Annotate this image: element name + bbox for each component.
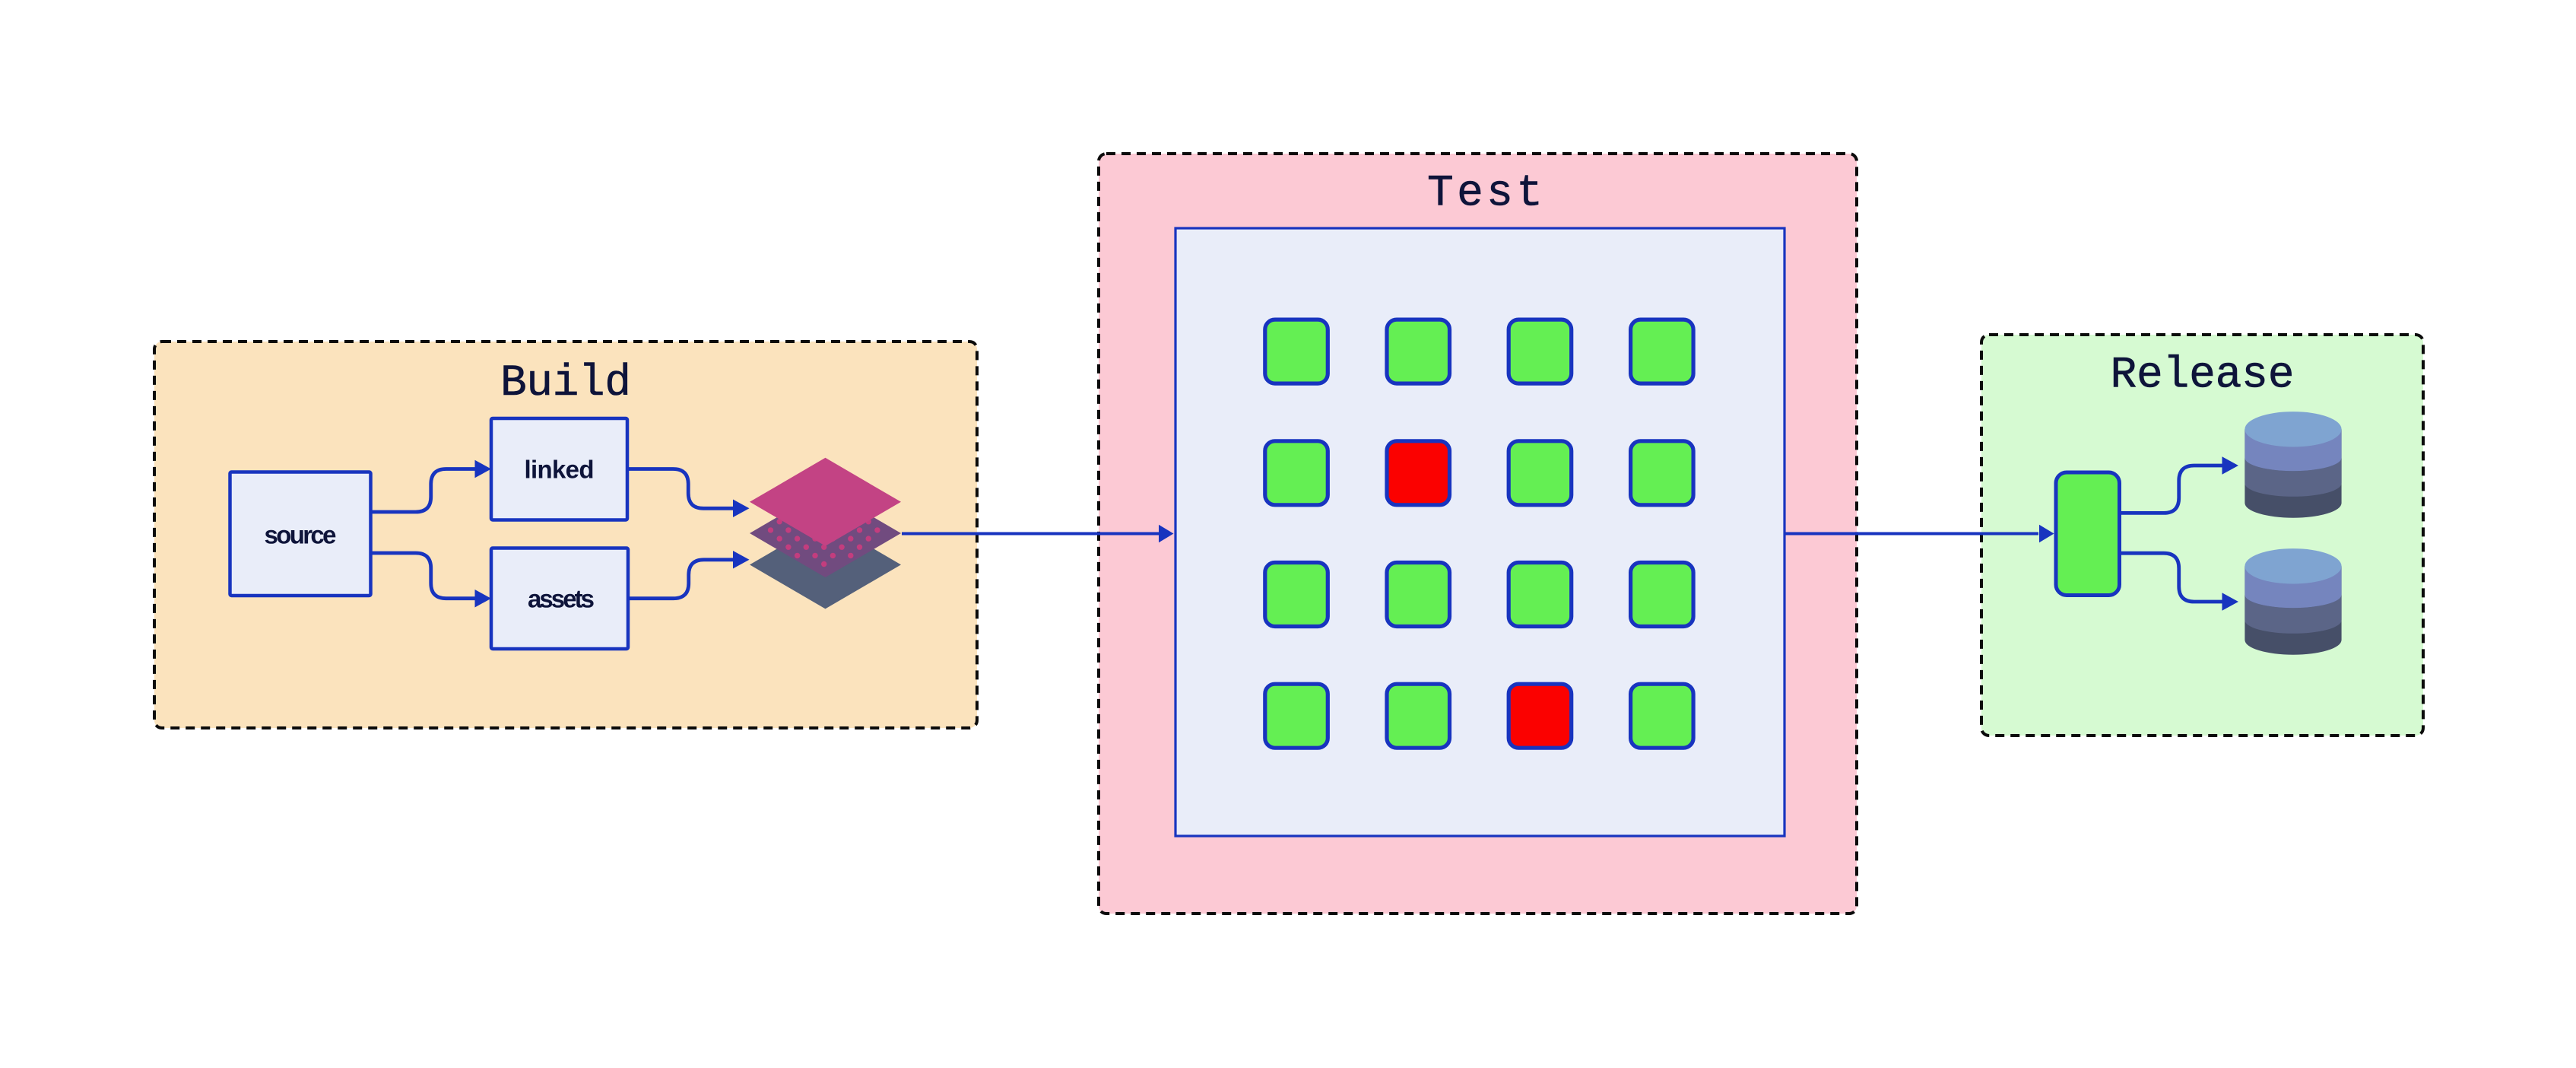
svg-text:assets: assets (528, 585, 595, 613)
svg-text:Build: Build (500, 359, 631, 408)
svg-text:source: source (265, 521, 337, 549)
svg-text:linked: linked (525, 456, 595, 484)
svg-text:Release: Release (2111, 351, 2295, 401)
